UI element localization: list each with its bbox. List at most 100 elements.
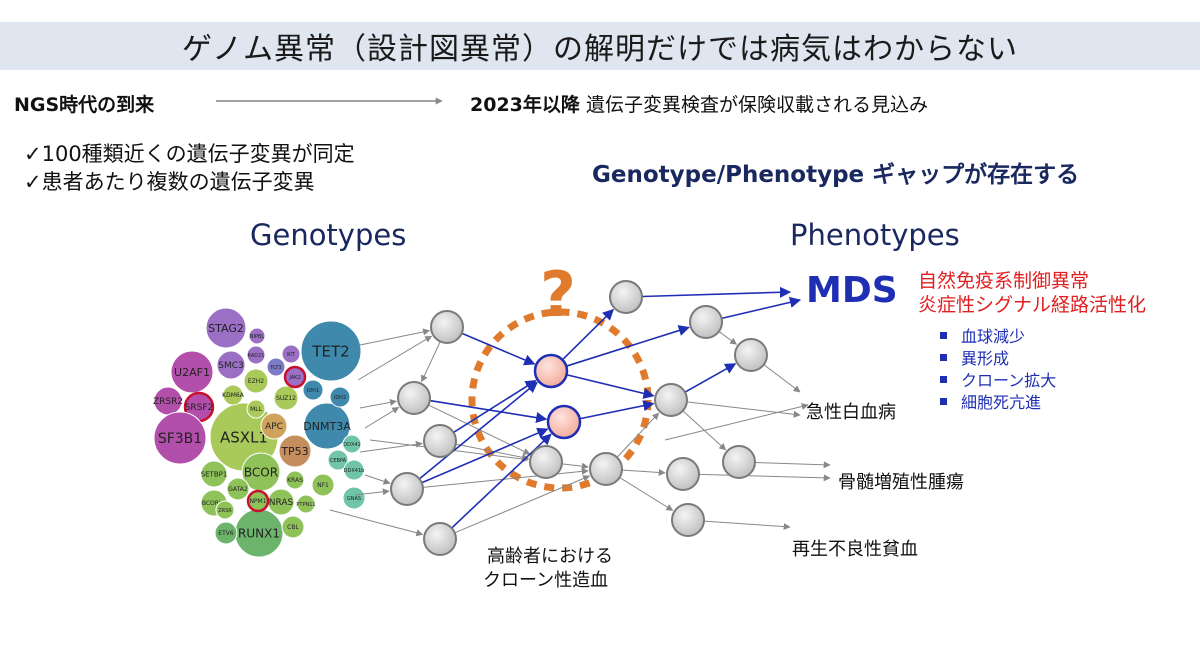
gene-node: SF3B1: [153, 411, 207, 465]
grey-arrow: [364, 474, 391, 485]
gene-node: GATA2: [226, 477, 250, 501]
bullet-square-icon: [940, 376, 947, 383]
gene-node: IDH1: [302, 379, 324, 401]
dashed-cluster-circle: [468, 308, 652, 492]
gene-bubble: [327, 449, 349, 471]
grey-arrow: [422, 467, 589, 488]
gene-node: NIPBL: [248, 327, 266, 345]
mds-bullet: クローン拡大: [940, 370, 1056, 392]
blue-arrow: [566, 325, 690, 367]
gene-label: NF1: [317, 482, 329, 489]
gene-node: SETBP1: [200, 460, 228, 488]
gene-bubble: [200, 460, 228, 488]
highlight-node: [546, 404, 582, 440]
grey-arrow: [354, 488, 390, 496]
gene-node: ZRSR2: [153, 386, 183, 416]
gene-node: TET2: [300, 320, 362, 382]
bullet-square-icon: [940, 398, 947, 405]
gene-bubble: [246, 399, 266, 419]
gene-node: RAD21: [246, 345, 266, 365]
gene-bubble: [283, 365, 307, 389]
gene-bubble: [303, 402, 351, 450]
grey-arrow: [455, 443, 530, 461]
blue-arrow: [579, 400, 655, 420]
gene-bubble: [273, 385, 299, 411]
bullet-square-icon: [940, 332, 947, 339]
page-title: ゲノム異常（設計図異常）の解明だけでは病気はわからない: [181, 32, 1019, 67]
timeline-year: 2023年以降: [470, 94, 580, 116]
gene-label: KDM6A: [222, 392, 245, 399]
gap-text: Genotype/Phenotype ギャップが存在する: [592, 162, 1080, 188]
gene-node: PTPN11: [296, 494, 316, 514]
gene-label: SETBP1: [201, 471, 228, 479]
gene-node: EZH2: [243, 368, 269, 394]
blue-arrow: [684, 363, 737, 393]
gene-node: U2AF1: [170, 350, 214, 394]
grey-arrow: [616, 412, 660, 458]
blue-arrow: [721, 296, 802, 320]
gene-label: RAD21: [248, 353, 265, 359]
gene-label: SMC3: [218, 361, 244, 371]
blue-arrow: [461, 332, 536, 366]
mds-bullet-text: 異形成: [961, 349, 1010, 368]
grey-arrow: [621, 468, 666, 476]
blue-arrow: [566, 373, 655, 399]
mds-bullet: 血球減少: [940, 326, 1056, 348]
gene-node: DDX41: [342, 434, 362, 454]
gene-bubble: [246, 345, 266, 365]
gene-label: RUNX1: [238, 526, 280, 540]
gene-label: CEBPA: [330, 458, 347, 464]
gene-label: SUZ12: [276, 395, 296, 402]
gene-bubble: [266, 357, 286, 377]
gene-label: ETV6: [218, 530, 234, 537]
gene-label: GATA2: [228, 486, 248, 493]
timeline-right: 2023年以降 遺伝子変異検査が保険収載される見込み: [470, 90, 928, 117]
gene-node: FLT3: [266, 357, 286, 377]
network-node: [397, 381, 431, 415]
gene-label: TET2: [311, 342, 349, 360]
timeline-left: NGS時代の到来: [14, 94, 155, 116]
gene-bubble: [215, 500, 235, 520]
grey-arrow: [686, 401, 801, 418]
gene-bubble: [342, 486, 366, 510]
gene-node: TP53: [278, 434, 312, 468]
grey-arrow: [664, 403, 809, 441]
outcome-aml: 急性白血病: [806, 402, 896, 423]
gene-label: NPM1: [249, 498, 266, 505]
gene-node: NRAS: [267, 488, 295, 516]
chip-label-line2: クローン性造血: [483, 570, 609, 591]
blue-arrow: [418, 381, 538, 480]
gene-bubble: [343, 459, 365, 481]
gene-label: ZRSR2: [153, 397, 183, 407]
gene-label: TP53: [280, 445, 308, 458]
gene-node: APC: [260, 412, 288, 440]
gene-bubble: [216, 350, 246, 380]
gene-node: NPM1: [246, 489, 270, 513]
mds-bullet-text: 細胞死亢進: [961, 393, 1042, 412]
gene-label: MLL: [250, 406, 263, 413]
network-node: [430, 310, 464, 344]
gene-node: ZRSR: [215, 500, 235, 520]
mds-bullet: 細胞死亢進: [940, 392, 1056, 414]
network-node: [671, 503, 705, 537]
mds-bullet-text: 血球減少: [961, 327, 1026, 346]
gene-label: KRAS: [287, 477, 303, 484]
gene-label: U2AF1: [174, 366, 210, 379]
gene-label: FLT3: [270, 365, 281, 371]
grey-arrow: [619, 477, 674, 511]
gene-label: NRAS: [269, 498, 294, 508]
gene-bubble: [296, 494, 316, 514]
grey-arrow: [359, 328, 431, 346]
gene-node: DDX41b: [343, 459, 365, 481]
gene-node: NF1: [311, 473, 335, 497]
network-node: [722, 445, 756, 479]
grey-arrow: [364, 406, 400, 429]
mds-red-line-2: 炎症性シグナル経路活性化: [918, 294, 1147, 316]
gene-node: CBL: [281, 515, 305, 539]
gene-label: IDH2: [334, 395, 346, 401]
grey-arrow: [763, 364, 801, 393]
title-bar: ゲノム異常（設計図異常）の解明だけでは病気はわからない: [0, 22, 1200, 70]
gene-bubble: [281, 344, 301, 364]
gene-node: SMC3: [216, 350, 246, 380]
